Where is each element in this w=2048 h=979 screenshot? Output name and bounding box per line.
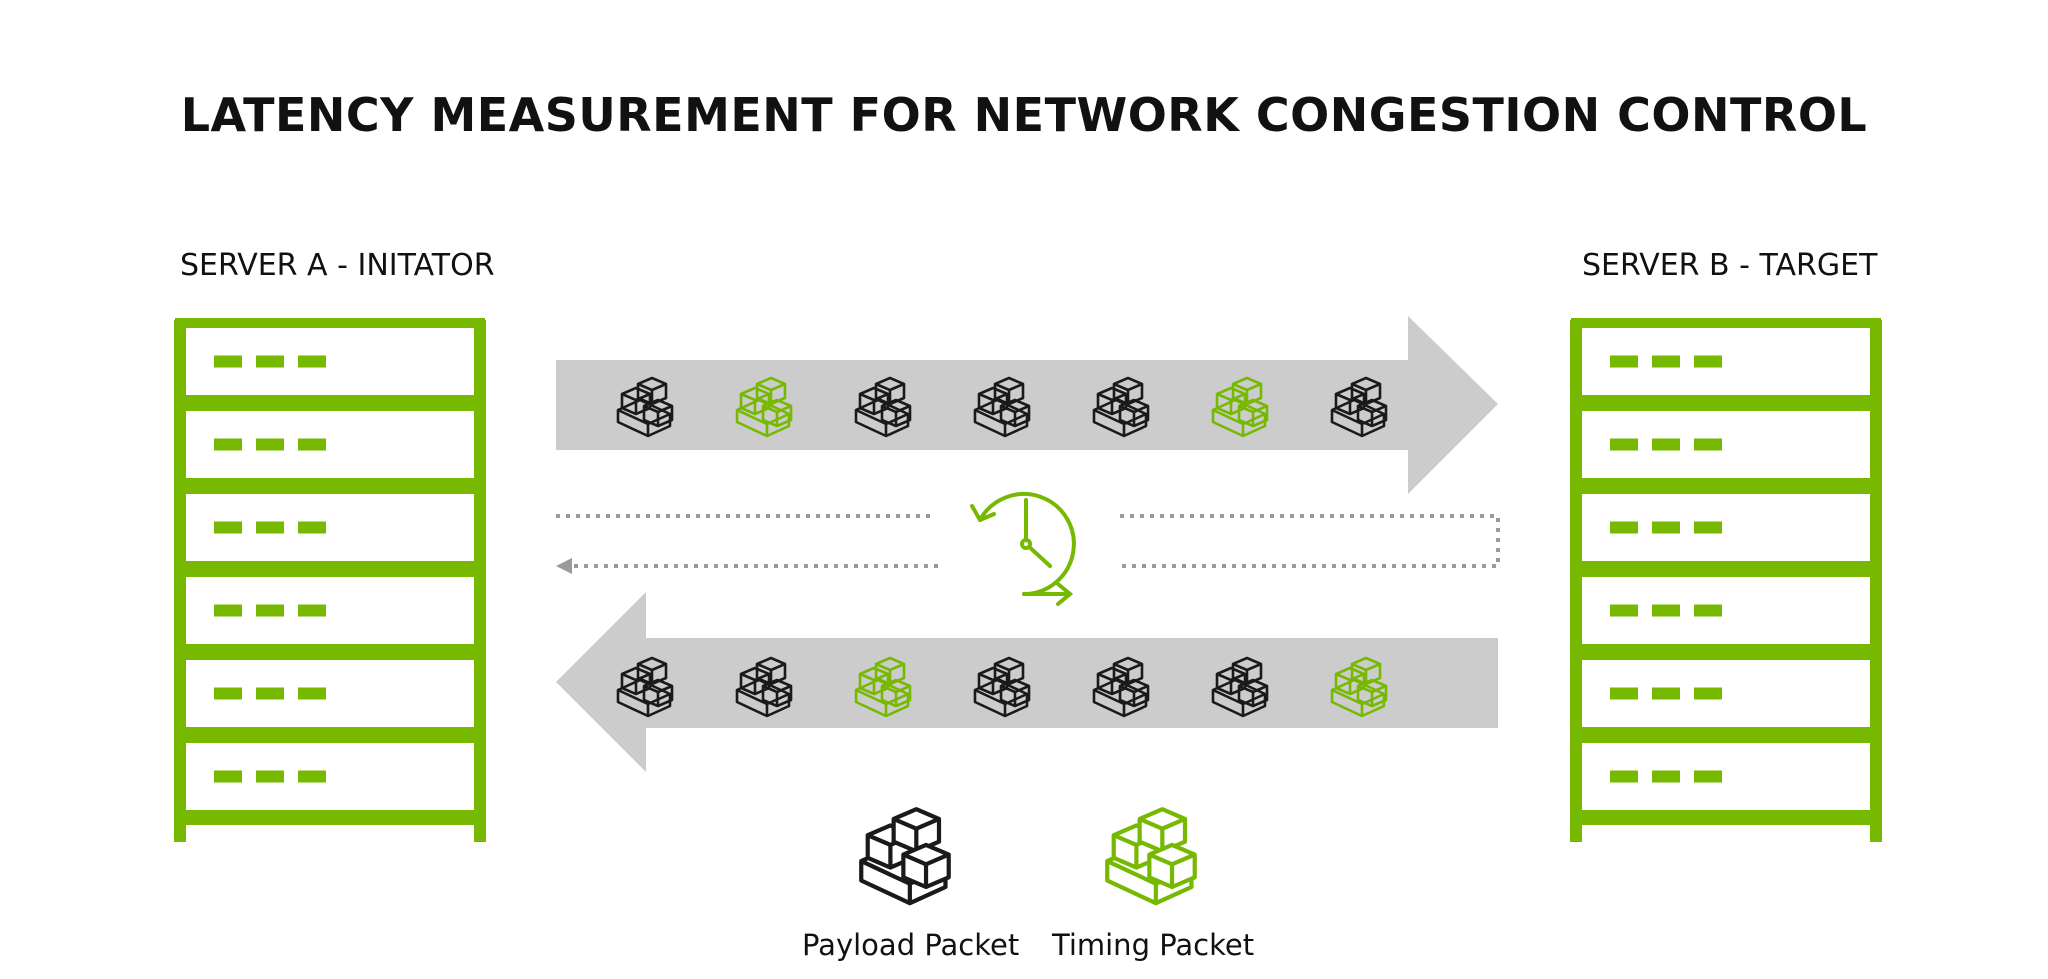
server-a-slot-indicator (298, 355, 326, 368)
server-a-slot-indicator (214, 438, 242, 451)
dotted-line-right-loop (1120, 514, 1500, 568)
legend-timing-label: Timing Packet (1052, 928, 1255, 962)
clock-cycle-icon (970, 492, 1076, 606)
server-b-base (1570, 815, 1882, 825)
server-a-slot-indicator (298, 521, 326, 534)
server-b-slot (1571, 318, 1881, 405)
server-b-slot-indicator (1694, 604, 1722, 617)
server-a-slot-indicator (256, 521, 284, 534)
server-a-base (174, 815, 486, 825)
server-b-slot-indicator (1652, 687, 1680, 700)
server-b-slot-indicator (1652, 521, 1680, 534)
server-a-slot-indicator (214, 355, 242, 368)
server-b-slot-indicator (1694, 438, 1722, 451)
server-b-slot-indicator (1610, 438, 1638, 451)
diagram-title: LATENCY MEASUREMENT FOR NETWORK CONGESTI… (180, 88, 1868, 142)
server-a-slot-indicator (256, 604, 284, 617)
server-b-slot-indicator (1652, 770, 1680, 783)
server-a-slot (175, 567, 485, 654)
server-a-slot-indicator (256, 438, 284, 451)
server-a-slot-indicator (256, 355, 284, 368)
server-b-slot-indicator (1610, 687, 1638, 700)
server-b-slot-indicator (1694, 521, 1722, 534)
server-b-slot-indicator (1610, 770, 1638, 783)
server-b-slot-indicator (1694, 687, 1722, 700)
server-b-slot-indicator (1652, 355, 1680, 368)
server-a-slot (175, 318, 485, 405)
server-b-slot (1571, 401, 1881, 488)
server-a-slot-indicator (298, 770, 326, 783)
server-a-slot (175, 401, 485, 488)
legend-payload-label: Payload Packet (802, 928, 1020, 962)
server-a-slot (175, 650, 485, 737)
server-a-label: SERVER A - INITATOR (180, 248, 495, 283)
server-a-slot-indicator (298, 687, 326, 700)
server-a-slot-indicator (214, 687, 242, 700)
server-b-slot-indicator (1610, 521, 1638, 534)
server-a-slot-indicator (256, 770, 284, 783)
server-b-slot (1571, 567, 1881, 654)
server-a-slot-indicator (214, 604, 242, 617)
server-b-slot (1571, 484, 1881, 571)
server-a-slot-indicator (214, 521, 242, 534)
server-b-slot-indicator (1652, 438, 1680, 451)
server-b-slot-indicator (1610, 604, 1638, 617)
server-a-slot-indicator (256, 687, 284, 700)
return-flow-arrow (556, 592, 1498, 772)
server-b-slot (1571, 650, 1881, 737)
server-a-slot-indicator (298, 604, 326, 617)
server-b-label: SERVER B - TARGET (1582, 248, 1878, 283)
server-b-slot-indicator (1610, 355, 1638, 368)
server-a-slot-indicator (214, 770, 242, 783)
payload-packet-icon (861, 809, 948, 903)
server-b-slot-indicator (1694, 770, 1722, 783)
server-a-slot-indicator (298, 438, 326, 451)
server-b-slot-indicator (1694, 355, 1722, 368)
dotted-arrowhead (556, 558, 572, 574)
server-a-rack (174, 318, 486, 842)
server-b-rack (1570, 318, 1882, 842)
server-b-slot-indicator (1652, 604, 1680, 617)
server-a-slot (175, 484, 485, 571)
timing-packet-icon (1107, 809, 1194, 903)
